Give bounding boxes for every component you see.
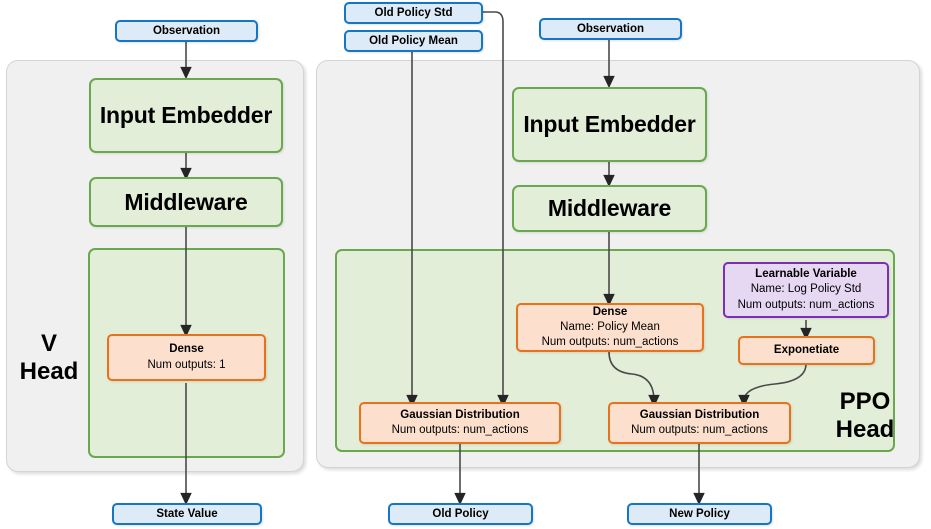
input-old-policy-mean-label: Old Policy Mean — [369, 35, 458, 47]
input-old-policy-std[interactable]: Old Policy Std — [344, 2, 483, 24]
output-state-value[interactable]: State Value — [112, 503, 262, 525]
output-old-policy-label: Old Policy — [432, 508, 489, 520]
v-head-input-embedder-label: Input Embedder — [99, 102, 273, 128]
output-state-value-label: State Value — [156, 508, 218, 520]
ppo-head-gaussian-old-num-outputs: Num outputs: num_actions — [391, 424, 529, 436]
output-new-policy-label: New Policy — [669, 508, 730, 520]
ppo-head-learnable-variable-num-outputs: Num outputs: num_actions — [737, 298, 875, 311]
v-head-title: V Head — [19, 330, 79, 386]
ppo-head-title: PPO Head — [835, 388, 895, 444]
ppo-head-learnable-variable-name: Name: Log Policy Std — [750, 283, 862, 296]
ppo-head-dense-policy-mean[interactable]: Dense Name: Policy Mean Num outputs: num… — [516, 303, 704, 352]
input-old-policy-std-label: Old Policy Std — [374, 7, 453, 19]
ppo-head-gaussian-new-num-outputs: Num outputs: num_actions — [631, 424, 768, 436]
ppo-head-input-embedder[interactable]: Input Embedder — [512, 87, 707, 162]
output-new-policy[interactable]: New Policy — [627, 503, 772, 525]
ppo-head-learnable-variable[interactable]: Learnable Variable Name: Log Policy Std … — [723, 262, 889, 318]
v-head-dense[interactable]: Dense Num outputs: 1 — [107, 334, 266, 381]
ppo-head-dense-name: Name: Policy Mean — [560, 320, 660, 333]
v-head-input-embedder[interactable]: Input Embedder — [89, 78, 283, 153]
input-observation-left-label: Observation — [152, 25, 221, 37]
ppo-head-exponentiate-title: Exponetiate — [773, 343, 840, 356]
ppo-head-learnable-variable-title: Learnable Variable — [755, 268, 857, 281]
ppo-head-input-embedder-label: Input Embedder — [523, 111, 696, 137]
v-head-dense-title: Dense — [169, 343, 204, 356]
ppo-head-middleware[interactable]: Middleware — [512, 185, 707, 232]
ppo-head-gaussian-new[interactable]: Gaussian Distribution Num outputs: num_a… — [608, 402, 791, 444]
input-observation-right-label: Observation — [576, 23, 645, 35]
ppo-head-dense-num-outputs: Num outputs: num_actions — [541, 336, 679, 349]
output-old-policy[interactable]: Old Policy — [388, 503, 533, 525]
ppo-head-gaussian-old[interactable]: Gaussian Distribution Num outputs: num_a… — [359, 402, 561, 444]
input-old-policy-mean[interactable]: Old Policy Mean — [344, 30, 483, 52]
ppo-head-dense-title: Dense — [592, 305, 628, 318]
ppo-head-middleware-label: Middleware — [547, 195, 672, 221]
v-head-middleware-label: Middleware — [124, 188, 248, 215]
ppo-head-gaussian-old-title: Gaussian Distribution — [400, 408, 520, 421]
ppo-head-exponentiate[interactable]: Exponetiate — [738, 336, 875, 365]
v-head-dense-num-outputs: Num outputs: 1 — [147, 358, 226, 371]
input-observation-left[interactable]: Observation — [115, 20, 258, 42]
v-head-middleware[interactable]: Middleware — [89, 177, 283, 227]
ppo-head-gaussian-new-title: Gaussian Distribution — [639, 408, 760, 421]
input-observation-right[interactable]: Observation — [539, 18, 682, 40]
